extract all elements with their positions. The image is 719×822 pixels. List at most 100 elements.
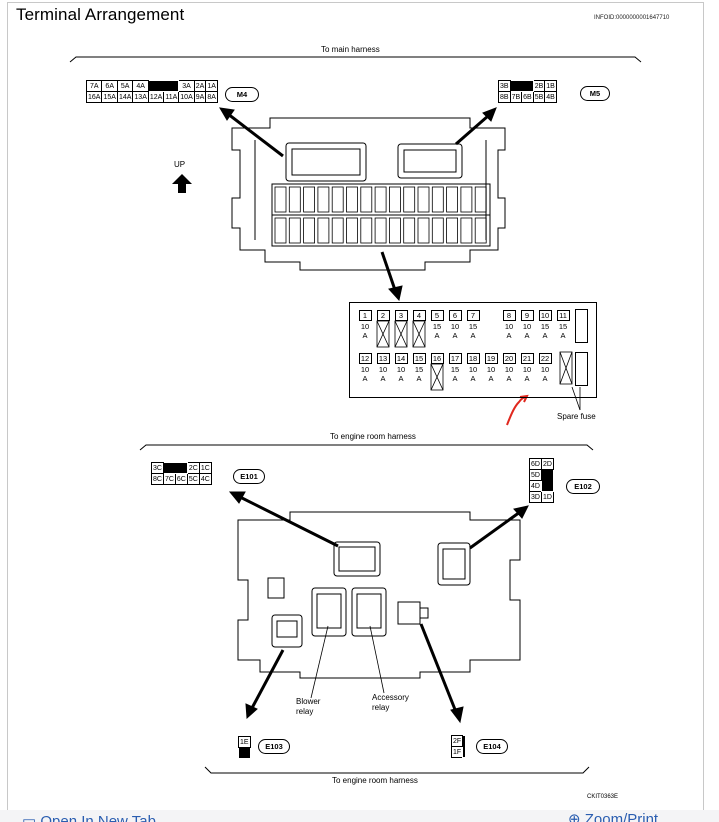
- fuse-amperage: 10: [504, 365, 514, 374]
- fuse-number: 16: [430, 353, 444, 364]
- fuse-slot: [331, 186, 344, 213]
- fuse-slot: [446, 186, 459, 213]
- fuse-slot: [303, 186, 316, 213]
- fuse-amperage: 15: [540, 322, 550, 331]
- pin-cell: 2D: [540, 458, 554, 470]
- fuse-amperage: 15: [414, 365, 424, 374]
- empty-fuse-cross: [559, 351, 573, 385]
- pin-cell: 8B: [498, 91, 511, 103]
- fuse-slot: [303, 217, 316, 244]
- fuse-amperage: 10: [504, 322, 514, 331]
- accessory-relay-label-line1: Accessory: [372, 693, 409, 702]
- fuse-amperage: 10: [360, 322, 370, 331]
- fuse-unit: A: [362, 374, 368, 383]
- fuse-slot: [374, 217, 387, 244]
- fuse-amperage: 10: [522, 365, 532, 374]
- fuse-number: 2: [376, 310, 390, 321]
- blower-relay-label-line1: Blower: [296, 697, 321, 706]
- fuse-slot: [388, 186, 401, 213]
- fuse-slot: [431, 217, 444, 244]
- empty-fuse-slot: [430, 363, 444, 391]
- fuse-number: 10: [538, 310, 552, 321]
- connector-m5-badge: M5: [580, 86, 610, 101]
- fuse-unit: A: [542, 374, 548, 383]
- fuse-number: 11: [556, 310, 570, 321]
- fuse-slot: [417, 186, 430, 213]
- fuse-slot: [403, 217, 416, 244]
- empty-fuse-slot: [394, 320, 408, 348]
- info-id: INFOID:0000000001647710: [594, 15, 670, 21]
- fuse-slot: [346, 217, 358, 244]
- fuse-number: 8: [502, 310, 516, 321]
- connector-e104-badge: E104: [476, 739, 508, 754]
- to-engine-room-harness-top-label: To engine room harness: [330, 432, 416, 441]
- connector-m4-table: 7A 6A 5A 4A 3A 2A 1A 16A 15A 14A 13A 12A…: [85, 80, 218, 103]
- fuse-number: 1: [358, 310, 372, 321]
- fuse-amperage: 15: [558, 322, 568, 331]
- fuse-number: 18: [466, 353, 480, 364]
- pin-cell: 2C: [186, 462, 200, 474]
- pin-cell: 15A: [101, 91, 118, 103]
- fuse-unit: A: [470, 331, 476, 340]
- zoom-print-link[interactable]: ⊕ Zoom/Print: [568, 811, 659, 822]
- pin-cell: 10A: [178, 91, 195, 103]
- page-title: Terminal Arrangement: [16, 5, 185, 24]
- pin-cell: 2F: [450, 735, 464, 747]
- blank-pin-cell: [238, 747, 251, 759]
- pin-cell: 1F: [450, 746, 464, 758]
- fuse-unit: A: [380, 374, 386, 383]
- blower-relay-label-line2: relay: [296, 707, 314, 716]
- fuse-amperage: 15: [450, 365, 460, 374]
- pin-cell: 6B: [521, 91, 534, 103]
- fuse-unit: A: [398, 374, 404, 383]
- empty-fuse-slot: [559, 351, 573, 385]
- fuse-slot: [274, 217, 287, 244]
- fuse-number: 3: [394, 310, 408, 321]
- fuse-amperage: 10: [396, 365, 406, 374]
- fuse-slot: [331, 217, 344, 244]
- fuse-unit: A: [470, 374, 476, 383]
- arrow-to-e102-icon: [513, 505, 529, 519]
- fuse-16: 16: [430, 353, 444, 365]
- fuse-4: 4: [412, 310, 426, 322]
- fuse-number: 19: [484, 353, 498, 364]
- fuse-slot: [288, 186, 301, 213]
- arrow-to-m5-icon: [482, 107, 497, 122]
- arrow-to-fuse-panel-icon: [388, 285, 403, 302]
- open-in-new-tab-link[interactable]: ▭ Open In New Tab: [22, 813, 156, 822]
- connector-e104-table: 2F 1F: [450, 735, 467, 758]
- spare-fuse-slot-1: [575, 309, 588, 343]
- fuse-slot: [274, 186, 287, 213]
- arrow-to-e101-icon: [228, 491, 246, 504]
- fuse-number: 15: [412, 353, 426, 364]
- fuse-slot: [317, 217, 330, 244]
- empty-fuse-cross: [412, 320, 426, 348]
- pin-cell: 16A: [85, 91, 103, 103]
- pin-cell: 3C: [151, 462, 164, 474]
- fuse-amperage: 15: [468, 322, 478, 331]
- fuse-number: 5: [430, 310, 444, 321]
- connector-e103-badge: E103: [258, 739, 290, 754]
- fuse-slot: [460, 186, 473, 213]
- up-label: UP: [174, 160, 186, 169]
- to-main-harness-label: To main harness: [321, 45, 380, 54]
- arrow-to-e103-icon: [245, 703, 258, 720]
- pin-cell: 1D: [540, 491, 554, 503]
- fuse-unit: A: [506, 331, 512, 340]
- fuse-unit: A: [452, 331, 458, 340]
- pin-cell: 6D: [529, 458, 542, 470]
- fuse-unit: A: [524, 331, 530, 340]
- fuse-slot: [374, 186, 387, 213]
- fuse-number: 20: [502, 353, 516, 364]
- fuse-amperage: 10: [450, 322, 460, 331]
